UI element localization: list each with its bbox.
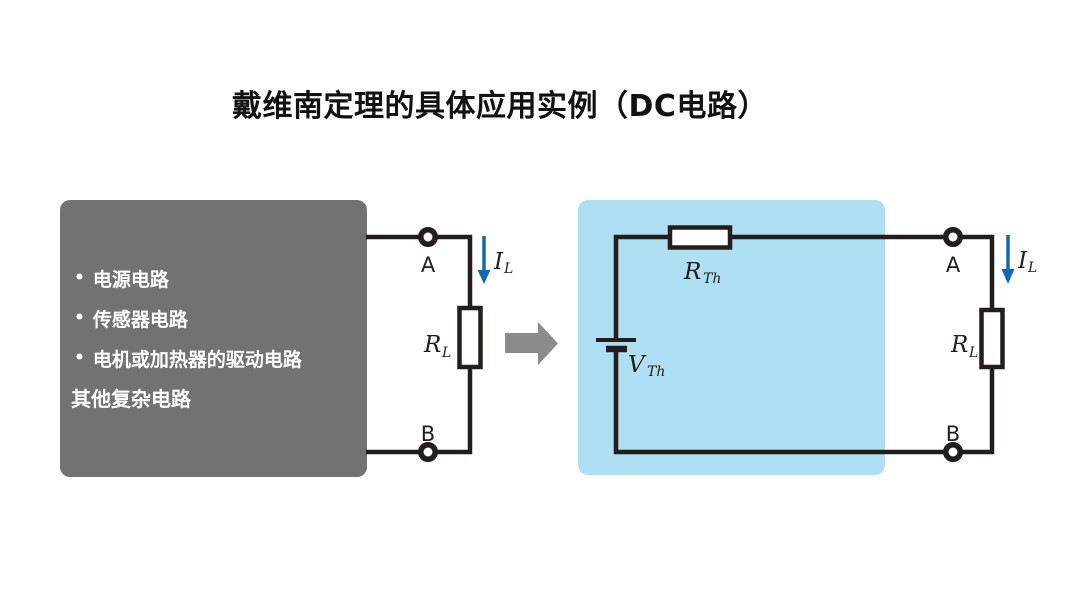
right-terminal-b-node [943, 442, 963, 462]
left-current-label-sub: L [503, 261, 513, 277]
right-terminal-a-node [943, 227, 963, 247]
left-load-resistor [457, 305, 483, 370]
list-item-label: 电源电路 [92, 268, 169, 291]
bullet-icon: • [74, 348, 85, 368]
left-top-wire [366, 234, 473, 311]
left-load-label-sub: L [441, 345, 451, 361]
right-current-label: I [1017, 248, 1028, 274]
right-load-label: R [950, 332, 968, 358]
right-current-arrowhead [1001, 269, 1015, 284]
left-terminal-a-node [418, 227, 438, 247]
right-terminal-a-label: A [946, 253, 961, 277]
list-item: • 传感器电路 [74, 305, 361, 331]
thevenin-source-label: V [628, 352, 647, 378]
right-load-resistor [979, 307, 1005, 370]
right-top-wire [613, 234, 995, 338]
complex-circuit-box: • 电源电路 • 传感器电路 • 电机或加热器的驱动电路 其他复杂电路 [60, 200, 367, 477]
list-item: • 电机或加热器的驱动电路 [74, 345, 361, 371]
list-item-label: 传感器电路 [92, 308, 188, 331]
page-title: 戴维南定理的具体应用实例（DC电路） [232, 89, 768, 124]
left-bottom-wire [366, 364, 473, 455]
right-bottom-wire [613, 351, 995, 455]
transform-arrow-icon [505, 322, 558, 365]
left-circuit: A B I L R L [366, 227, 513, 462]
right-load-label-sub: L [968, 345, 978, 361]
left-terminal-b-label: B [421, 422, 435, 446]
left-terminal-b-node [418, 442, 438, 462]
bullet-icon: • [74, 308, 85, 328]
list-item-label: 其他复杂电路 [71, 386, 191, 411]
left-terminal-a-label: A [421, 253, 436, 277]
bullet-icon: • [74, 268, 85, 288]
thevenin-source-label-sub: Th [647, 364, 665, 380]
thevenin-resistor [667, 225, 733, 250]
left-current-label: I [493, 249, 504, 275]
right-circuit: A B I L R Th V Th R L [596, 225, 1037, 462]
right-terminal-b-label: B [946, 422, 960, 446]
thevenin-resistor-label: R [683, 259, 701, 285]
list-item-label: 电机或加热器的驱动电路 [92, 348, 302, 371]
list-item: 其他复杂电路 [71, 384, 361, 411]
list-item: • 电源电路 [74, 265, 361, 291]
left-current-arrowhead [477, 270, 491, 284]
right-current-label-sub: L [1027, 260, 1037, 276]
thevenin-resistor-label-sub: Th [703, 271, 721, 287]
left-load-label: R [423, 332, 441, 358]
